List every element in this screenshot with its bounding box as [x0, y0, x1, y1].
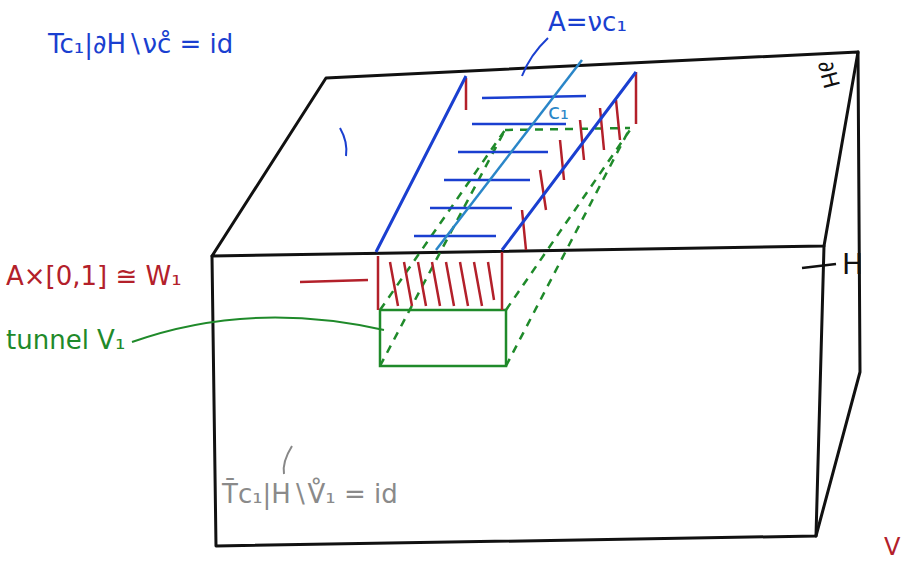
curve-c1	[436, 60, 582, 250]
top-face	[212, 52, 858, 256]
band-edge	[376, 72, 636, 252]
leader-line	[284, 446, 292, 474]
side-face	[816, 52, 860, 536]
tunnel-mouth	[380, 310, 506, 366]
leader-line	[340, 128, 346, 156]
wall-label: A×[0,1] ≅ W₁	[6, 262, 182, 291]
body-label: H	[842, 250, 863, 281]
leader-line	[300, 280, 368, 282]
surface-label: ∂H	[813, 58, 844, 91]
wall-edge	[378, 252, 502, 310]
leader-line	[132, 318, 384, 343]
leader-line	[522, 38, 548, 76]
partial-label: V	[884, 534, 900, 560]
leader-line	[802, 264, 836, 268]
curve-label: c₁	[548, 100, 569, 124]
formula-label: T̄c₁|H∖V̊₁ = id	[222, 480, 398, 509]
formula-label: Tc₁|∂H∖νc̊ = id	[48, 30, 233, 59]
tunnel-label: tunnel V₁	[6, 326, 125, 355]
band-label: A=νc₁	[548, 8, 627, 37]
wall-hatch	[390, 262, 494, 306]
